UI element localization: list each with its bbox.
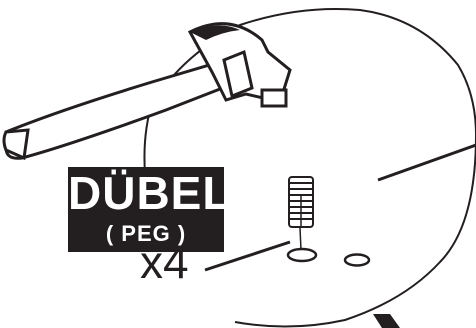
leader-line (204, 240, 291, 272)
dowel-hole-left (286, 247, 318, 263)
dowel-peg-icon (288, 176, 314, 228)
dowel-hole-right (343, 253, 371, 267)
quantity-label: x4 (140, 236, 189, 288)
peg-label-subtitle: ( PEG ) (105, 221, 187, 246)
peg-label-box (68, 167, 224, 252)
panel-leg (373, 314, 400, 328)
peg-label-title: DÜBEL (68, 167, 232, 219)
panel-edge-line (377, 143, 476, 182)
dowel-guide-line (299, 227, 302, 251)
hammer-icon (2, 22, 292, 161)
